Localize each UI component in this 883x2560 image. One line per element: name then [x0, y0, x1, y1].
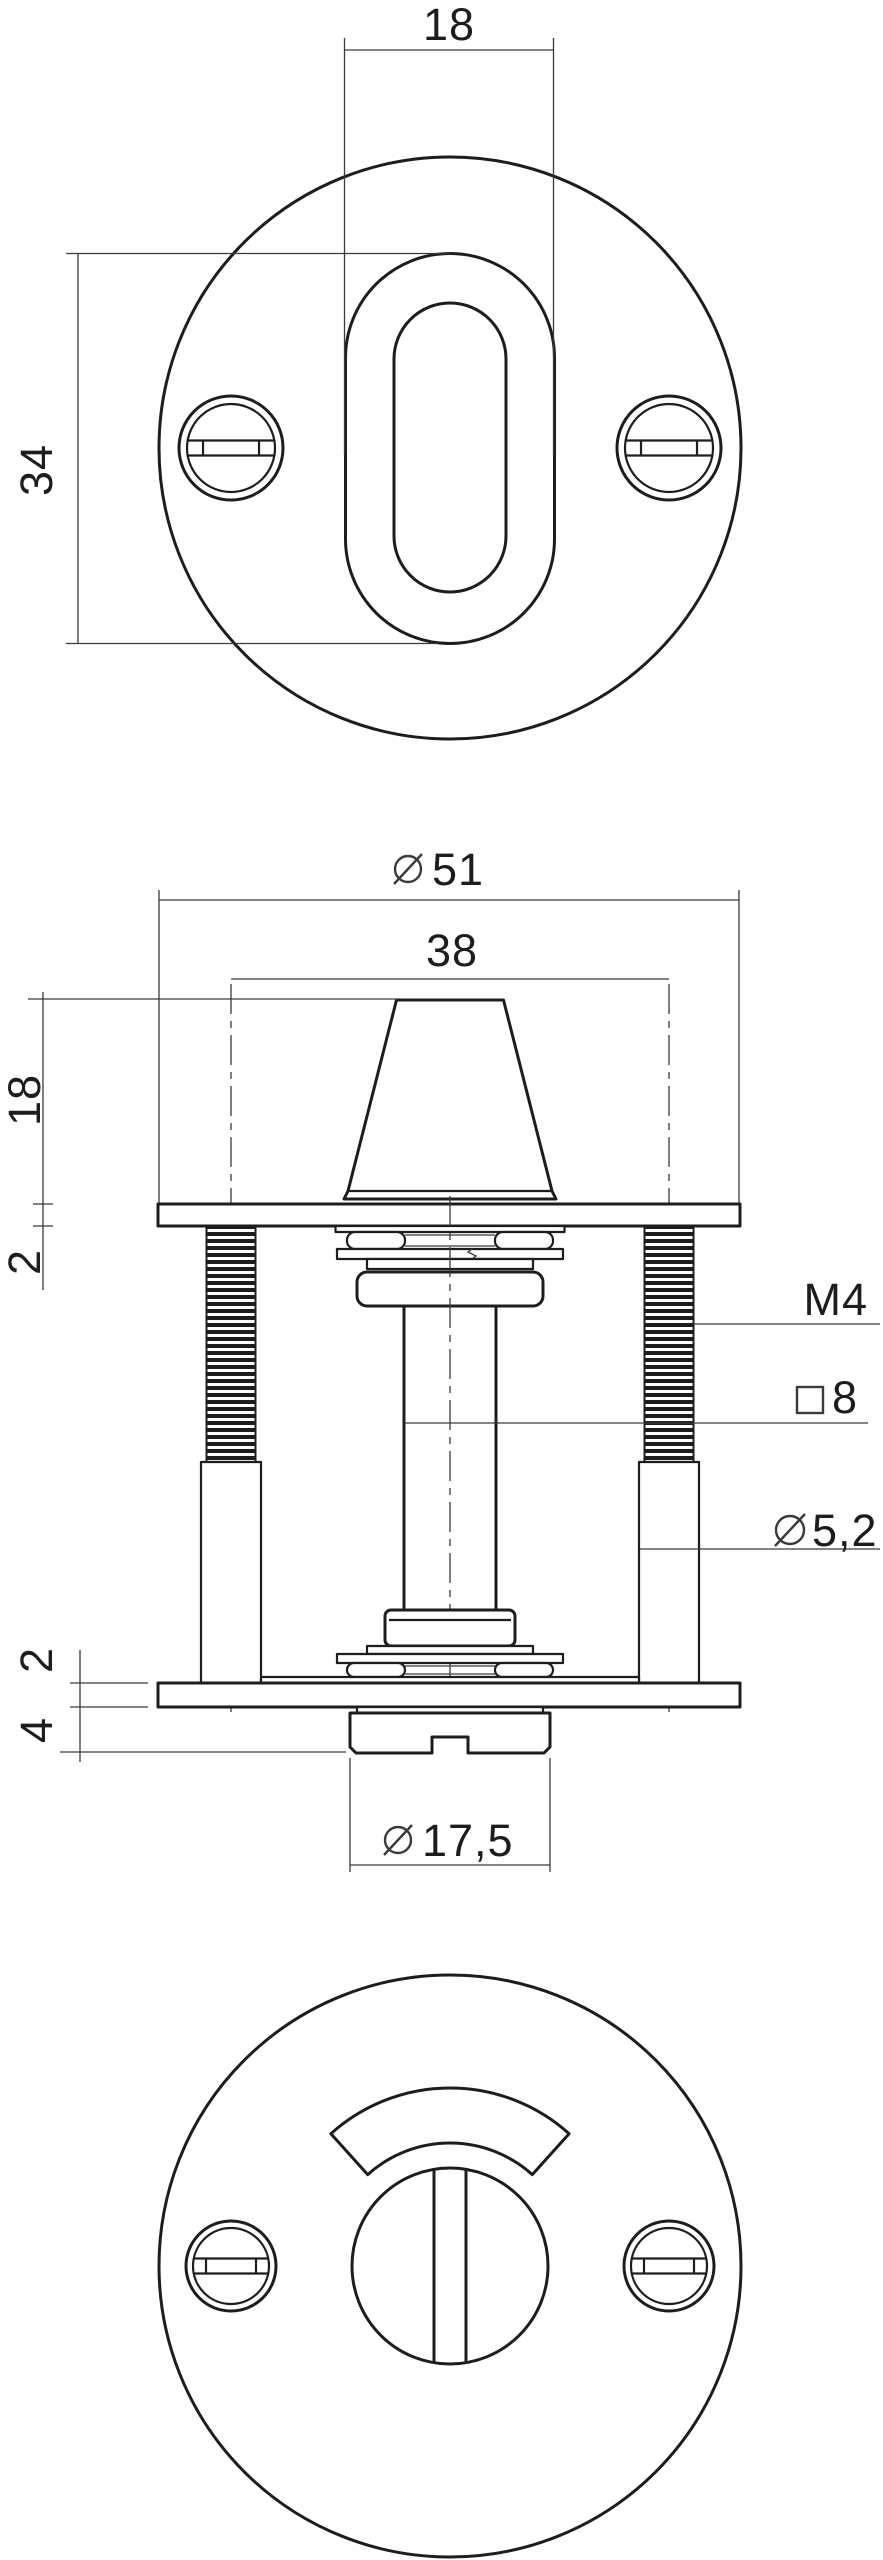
oval-slot-inner [392, 301, 508, 594]
dim-label-2-lower: 2 [11, 1647, 62, 1673]
dim-label-17-5: 17,5 [422, 1815, 514, 1866]
dim-knob-height: 18 2 [0, 992, 396, 1290]
dim-label-m4: M4 [803, 1274, 868, 1325]
dim-screw-spacing: 38 [231, 925, 669, 980]
oval-slot-outer [344, 252, 556, 645]
fixing-screw-rear-left [184, 2219, 278, 2313]
rosette-outline [157, 155, 743, 741]
fixing-screw-right [615, 394, 723, 502]
dim-slot-height: 34 [11, 252, 450, 645]
dim-label-5-2: 5,2 [812, 1505, 878, 1556]
dim-rosette-diameter: 51 [158, 844, 740, 1204]
break-mark [466, 1248, 478, 1260]
dim-bush-diameter: 17,5 [349, 1758, 551, 1872]
bottom-view [157, 1973, 743, 2559]
release-bush [348, 1705, 552, 1755]
rosette-outline-rear [157, 1973, 743, 2559]
diameter-icon [393, 853, 423, 885]
callout-thread: M4 [693, 1274, 880, 1325]
knob-driver [383, 1608, 517, 1648]
fixing-screw-rear-right [622, 2219, 716, 2313]
dim-label-4: 4 [11, 1717, 62, 1743]
square-icon [795, 1385, 825, 1415]
turn-knob-cone [342, 998, 558, 1201]
thread-left [205, 1225, 257, 1463]
upper-rosette-plate [156, 1202, 742, 1228]
thread-right [643, 1225, 695, 1463]
diameter-icon [774, 1513, 806, 1547]
dim-label-2-upper: 2 [0, 1249, 50, 1275]
bolt-left [199, 1225, 263, 1685]
dim-slot-width: 18 [343, 0, 555, 455]
dim-label-34: 34 [11, 444, 62, 496]
dim-label-18-top: 18 [423, 0, 475, 50]
dim-label-8: 8 [832, 1372, 858, 1423]
callout-shank: 5,2 [639, 1505, 880, 1556]
dim-label-18-section: 18 [0, 1074, 50, 1126]
lower-washer-stack [259, 1608, 641, 1685]
fixing-screw-left [177, 394, 285, 502]
dim-lower-plate: 2 4 [11, 1647, 346, 1762]
callout-spindle: 8 [404, 1372, 868, 1424]
release-knob [350, 2166, 550, 2366]
diameter-icon [383, 1824, 413, 1856]
dim-label-38: 38 [426, 925, 478, 976]
top-view: 18 34 [11, 0, 743, 741]
section-view: 51 38 18 2 [0, 844, 880, 1872]
shank-left [199, 1460, 263, 1685]
bolt-right [637, 1225, 701, 1685]
lower-rosette-plate [156, 1681, 742, 1709]
indicator-arc-window [329, 2086, 571, 2177]
dim-label-51: 51 [432, 844, 484, 895]
shank-right [637, 1460, 701, 1685]
